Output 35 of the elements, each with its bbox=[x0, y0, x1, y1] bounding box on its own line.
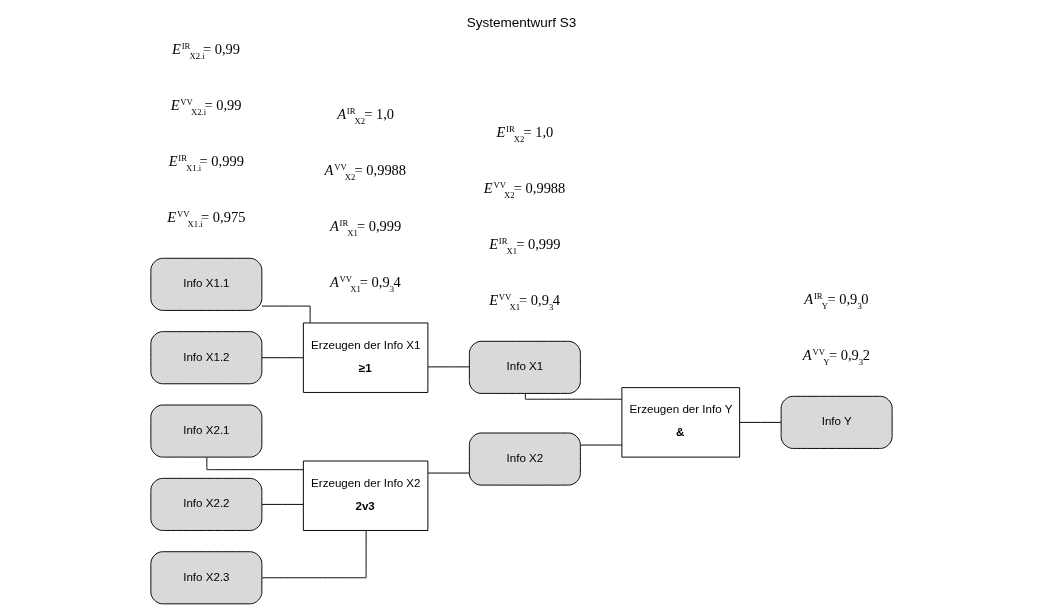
label: E$^{VV}$$_{X1}$= 0,9$_{3}$4 bbox=[489, 292, 561, 313]
connector bbox=[261, 357, 304, 359]
connector bbox=[261, 530, 367, 579]
connector bbox=[427, 366, 470, 368]
node-box: Info X2 bbox=[468, 432, 581, 486]
label: E$^{IR}$$_{X1}$= 0,999 bbox=[489, 236, 561, 257]
label: A$^{VV}$$_{X1}$= 0,9$_{3}$4 bbox=[329, 273, 401, 294]
node-box: Info X2.3 bbox=[150, 551, 263, 605]
connector bbox=[427, 472, 470, 474]
connector bbox=[261, 305, 311, 324]
label: A$^{IR}$$_{X1}$= 0,999 bbox=[329, 217, 402, 238]
label: E$^{IR}$$_{X1.i}$= 0,999 bbox=[168, 153, 244, 174]
diagram-title: Systementwurf S3 bbox=[466, 14, 577, 30]
label: E$^{IR}$$_{X2}$= 1,0 bbox=[496, 124, 554, 145]
label: A$^{VV}$$_{Y}$= 0,9$_{3}$2 bbox=[802, 347, 870, 368]
node-box: Erzeugen der Info X1 ≥1 bbox=[302, 322, 429, 393]
label: A$^{VV}$$_{X2}$= 0,9988 bbox=[324, 161, 407, 182]
label: A$^{IR}$$_{Y}$= 0,9$_{3}$0 bbox=[804, 291, 869, 312]
connector bbox=[524, 393, 623, 400]
node-box: Info X2.1 bbox=[150, 404, 263, 458]
node-box: Erzeugen der Info X2 2v3 bbox=[302, 460, 429, 531]
node-box: Info X2.2 bbox=[150, 477, 263, 531]
node-box: Info X1 bbox=[468, 340, 581, 394]
node-box: Erzeugen der Info Y & bbox=[621, 387, 741, 458]
label: E$^{VV}$$_{X1.i}$= 0,975 bbox=[167, 209, 246, 230]
connector bbox=[580, 444, 623, 446]
label: A$^{IR}$$_{X2}$= 1,0 bbox=[337, 105, 395, 126]
label: E$^{VV}$$_{X2.i}$= 0,99 bbox=[170, 97, 242, 118]
node-box: Info X1.2 bbox=[150, 331, 263, 385]
node-box: Info Y bbox=[780, 395, 893, 449]
node-box: Info X1.1 bbox=[150, 257, 263, 311]
connector bbox=[261, 503, 304, 505]
label: E$^{IR}$$_{X2.i}$= 0,99 bbox=[172, 41, 241, 62]
connector bbox=[739, 421, 782, 423]
label: E$^{VV}$$_{X2}$= 0,9988 bbox=[483, 180, 566, 201]
